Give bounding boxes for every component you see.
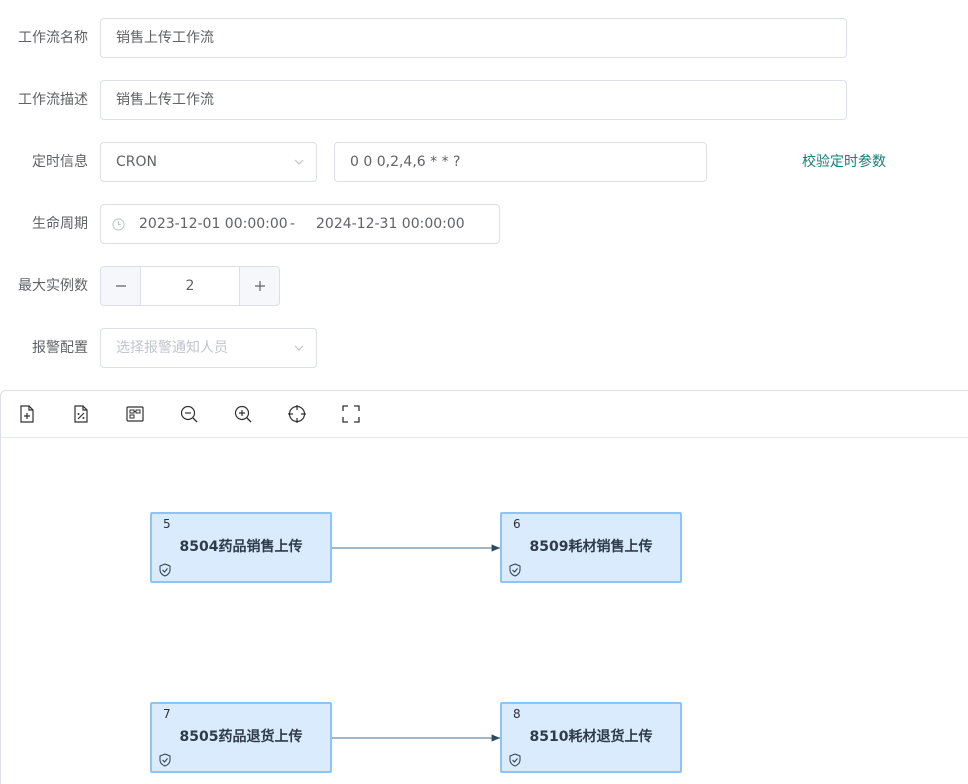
shield-check-icon xyxy=(159,563,171,577)
max-instances-stepper: 2 xyxy=(100,266,280,306)
lifecycle-end-date[interactable]: 2024-12-31 00:00:00 xyxy=(316,216,465,232)
percent-file-icon xyxy=(74,405,88,423)
node-id: 8 xyxy=(513,707,521,721)
workflow-name-input[interactable]: 销售上传工作流 xyxy=(100,18,847,58)
workflow-node-8[interactable]: 8 8510耗材退货上传 xyxy=(500,702,682,773)
schedule-type-select[interactable]: CRON xyxy=(100,142,317,182)
canvas-toolbar xyxy=(1,391,968,438)
plus-icon xyxy=(254,281,265,291)
node-label: 8504药品销售上传 xyxy=(179,539,303,555)
node-id: 7 xyxy=(163,707,171,721)
shield-check-icon xyxy=(509,753,521,767)
node-label: 8505药品退货上传 xyxy=(179,729,303,745)
percent-file-button[interactable] xyxy=(71,404,91,424)
max-instances-label: 最大实例数 xyxy=(18,278,88,294)
workflow-name-label: 工作流名称 xyxy=(18,30,88,46)
lifecycle-date-range[interactable]: 2023-12-01 00:00:00 - 2024-12-31 00:00:0… xyxy=(100,204,500,244)
clock-icon xyxy=(112,218,125,231)
locate-icon xyxy=(288,405,306,423)
lifecycle-label: 生命周期 xyxy=(32,216,88,232)
workflow-canvas-panel xyxy=(0,390,968,784)
add-file-icon xyxy=(20,405,34,423)
decrease-button[interactable] xyxy=(101,267,141,305)
lifecycle-start-date[interactable]: 2023-12-01 00:00:00 xyxy=(139,216,288,232)
lifecycle-separator: - xyxy=(290,216,296,232)
zoom-out-button[interactable] xyxy=(179,404,199,424)
cron-expression-input[interactable]: 0 0 0,2,4,6 * * ? xyxy=(334,142,707,182)
shield-check-icon xyxy=(509,563,521,577)
zoom-out-icon xyxy=(180,405,198,423)
workflow-node-7[interactable]: 7 8505药品退货上传 xyxy=(150,702,332,773)
workflow-node-5[interactable]: 5 8504药品销售上传 xyxy=(150,512,332,583)
locate-button[interactable] xyxy=(287,404,307,424)
node-id: 5 xyxy=(163,517,171,531)
node-id: 6 xyxy=(513,517,521,531)
schedule-type-value: CRON xyxy=(116,154,157,170)
node-label: 8510耗材退货上传 xyxy=(529,729,653,745)
layout-icon xyxy=(126,406,144,422)
max-instances-input[interactable]: 2 xyxy=(185,278,195,294)
shield-check-icon xyxy=(159,753,171,767)
alarm-recipients-placeholder: 选择报警通知人员 xyxy=(116,340,228,356)
fullscreen-icon xyxy=(342,405,360,423)
node-label: 8509耗材销售上传 xyxy=(529,539,653,555)
chevron-down-icon xyxy=(294,159,304,165)
fullscreen-button[interactable] xyxy=(341,404,361,424)
zoom-in-icon xyxy=(234,405,252,423)
layout-button[interactable] xyxy=(125,404,145,424)
zoom-in-button[interactable] xyxy=(233,404,253,424)
schedule-label: 定时信息 xyxy=(32,154,88,170)
workflow-node-6[interactable]: 6 8509耗材销售上传 xyxy=(500,512,682,583)
workflow-desc-label: 工作流描述 xyxy=(18,92,88,108)
validate-schedule-link[interactable]: 校验定时参数 xyxy=(802,154,886,170)
alarm-recipients-select[interactable]: 选择报警通知人员 xyxy=(100,328,317,368)
chevron-down-icon xyxy=(294,345,304,351)
workflow-desc-input[interactable]: 销售上传工作流 xyxy=(100,80,847,120)
increase-button[interactable] xyxy=(239,267,279,305)
minus-icon xyxy=(115,285,126,287)
add-file-button[interactable] xyxy=(17,404,37,424)
alarm-config-label: 报警配置 xyxy=(32,340,88,356)
